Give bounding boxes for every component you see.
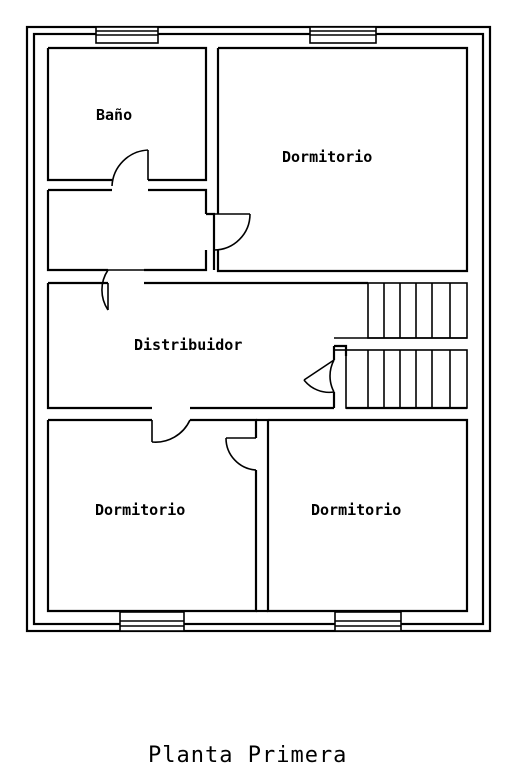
door-dormitorio-bottom-left — [151, 419, 191, 443]
window-top-right — [309, 26, 377, 44]
room-dormitorio-top — [216, 46, 469, 273]
door-closet — [101, 269, 144, 311]
room-closet — [46, 190, 216, 272]
label-dormitorio-top: Dormitorio — [282, 148, 372, 166]
door-stairs — [303, 359, 335, 394]
outer-walls — [25, 25, 492, 633]
label-distribuidor: Distribuidor — [134, 336, 242, 354]
door-dormitorio-top — [213, 213, 251, 251]
label-dormitorio-bottom-right: Dormitorio — [311, 501, 401, 519]
staircase — [334, 282, 468, 409]
window-bottom-left — [119, 611, 185, 632]
room-dormitorio-bottom-right — [256, 418, 469, 613]
room-bano — [46, 46, 208, 214]
door-bano — [111, 149, 149, 187]
label-bano: Baño — [96, 106, 132, 124]
door-dormitorio-bottom-right — [225, 437, 257, 471]
plan-caption: Planta Primera — [148, 743, 347, 768]
label-dormitorio-bottom-left: Dormitorio — [95, 501, 185, 519]
room-distribuidor — [46, 281, 467, 410]
window-top-left — [95, 26, 159, 44]
window-bottom-right — [334, 611, 402, 632]
